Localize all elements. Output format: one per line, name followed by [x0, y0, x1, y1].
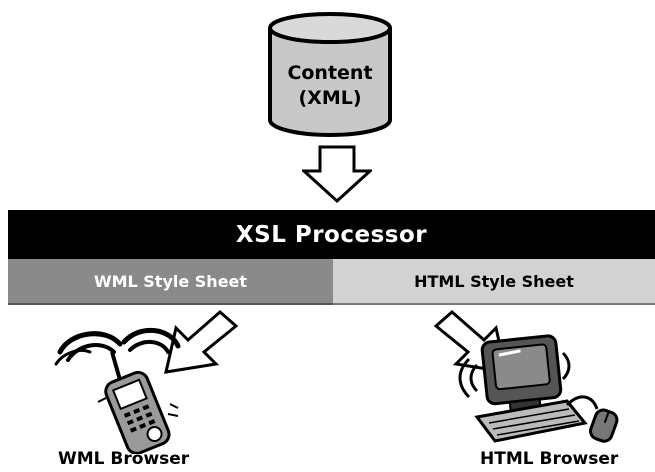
content-label: Content — [287, 62, 373, 84]
arrow-down-icon — [302, 145, 372, 203]
html-browser-caption: HTML Browser — [480, 449, 619, 469]
database-cylinder-icon — [268, 12, 392, 137]
desktop-computer-icon — [458, 334, 619, 443]
mobile-phone-icon — [54, 327, 181, 454]
wml-browser-caption: WML Browser — [58, 449, 190, 469]
html-style-sheet: HTML Style Sheet — [333, 259, 655, 305]
wml-style-sheet: WML Style Sheet — [8, 259, 333, 305]
arrow-down-left-icon — [164, 310, 239, 374]
xml-label: (XML) — [298, 87, 362, 109]
xsl-processor-bar: XSL Processor — [8, 210, 655, 259]
